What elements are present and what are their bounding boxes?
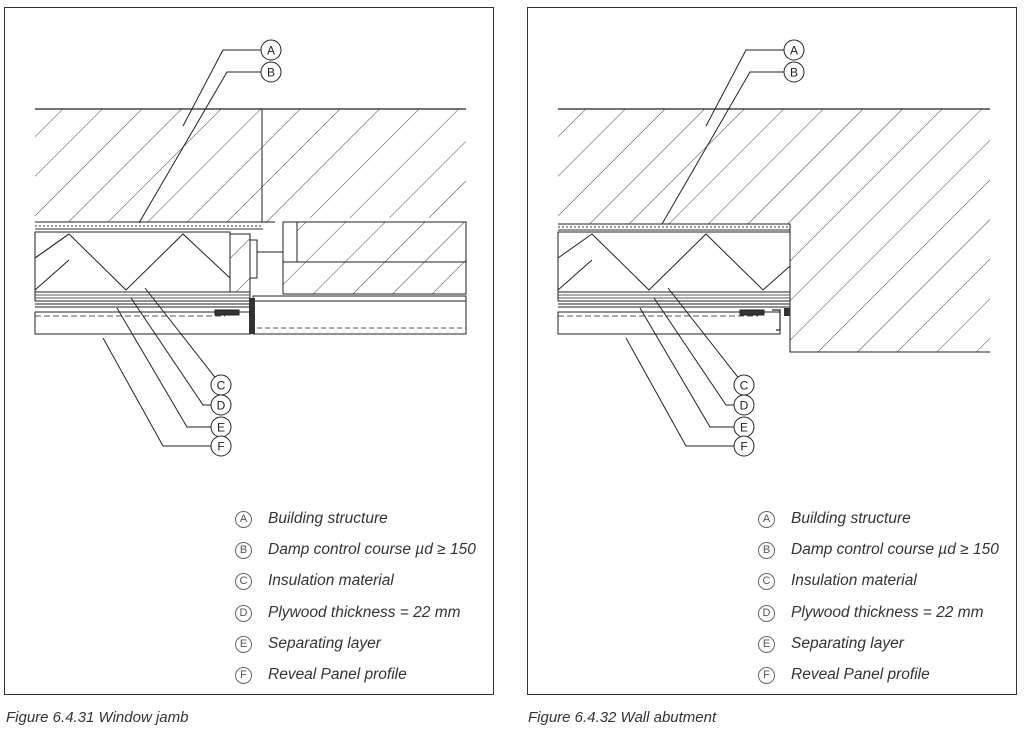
svg-text:D: D — [217, 399, 226, 413]
svg-text:B: B — [790, 66, 798, 80]
legend-marker: F — [235, 666, 252, 684]
window-jamb-drawing: A B C D E F — [34, 39, 467, 457]
legend-label: Damp control course µd ≥ 150 — [791, 541, 999, 559]
window-frame-profile — [229, 233, 251, 297]
svg-text:E: E — [740, 421, 748, 435]
legend-label: Building structure — [268, 510, 388, 527]
svg-text:F: F — [217, 440, 224, 454]
legend-label: Damp control course µd ≥ 150 — [268, 541, 476, 559]
plywood-layer — [34, 291, 251, 302]
callout-markers: A B C D E F — [733, 39, 805, 457]
svg-text:F: F — [740, 440, 747, 454]
legend-label: Building structure — [791, 510, 911, 527]
svg-text:A: A — [267, 44, 275, 58]
svg-text:E: E — [217, 421, 225, 435]
insulation-material — [34, 231, 231, 293]
legend-marker: F — [758, 666, 775, 684]
legend-marker: C — [235, 573, 252, 591]
legend-label: Insulation material — [268, 572, 394, 590]
figure-wall-abutment: A B C D E F A Building structure B Damp … — [527, 7, 1017, 695]
legend-marker: A — [758, 511, 775, 528]
plywood-layer — [557, 291, 791, 302]
figure-window-jamb: A B C D E F A Building structure B Damp … — [4, 7, 494, 695]
building-structure — [558, 109, 990, 352]
svg-text:D: D — [740, 399, 749, 413]
legend-marker: E — [235, 635, 252, 653]
callout-markers: A B C D E F — [210, 39, 282, 457]
window-frame-lower — [282, 261, 467, 295]
legend-marker: D — [235, 604, 252, 622]
legend-label: Plywood thickness = 22 mm — [791, 603, 984, 621]
svg-text:C: C — [217, 379, 226, 393]
svg-text:C: C — [740, 379, 749, 393]
legend-label: Separating layer — [268, 634, 381, 652]
legend-marker: B — [235, 542, 252, 560]
legend-label: Reveal Panel profile — [268, 665, 407, 683]
insulation-material — [557, 231, 791, 293]
legend-label: Separating layer — [791, 634, 904, 652]
legend-label: Plywood thickness = 22 mm — [268, 603, 461, 621]
building-structure-right — [265, 109, 466, 223]
legend-marker: D — [758, 604, 775, 622]
legend-marker: B — [758, 542, 775, 560]
figure-caption: Figure 6.4.31 Window jamb — [6, 709, 189, 726]
figure-caption: Figure 6.4.32 Wall abutment — [528, 709, 717, 726]
svg-text:A: A — [790, 44, 798, 58]
wall-abutment-drawing: A B C D E F — [557, 39, 990, 457]
legend-label: Reveal Panel profile — [791, 665, 930, 683]
legend-label: Insulation material — [791, 572, 917, 590]
svg-text:B: B — [267, 66, 275, 80]
legend-marker: E — [758, 635, 775, 653]
legend-marker: C — [758, 573, 775, 591]
legend-marker: A — [235, 511, 252, 528]
window-sash — [252, 295, 467, 335]
window-frame-upper — [296, 221, 467, 263]
